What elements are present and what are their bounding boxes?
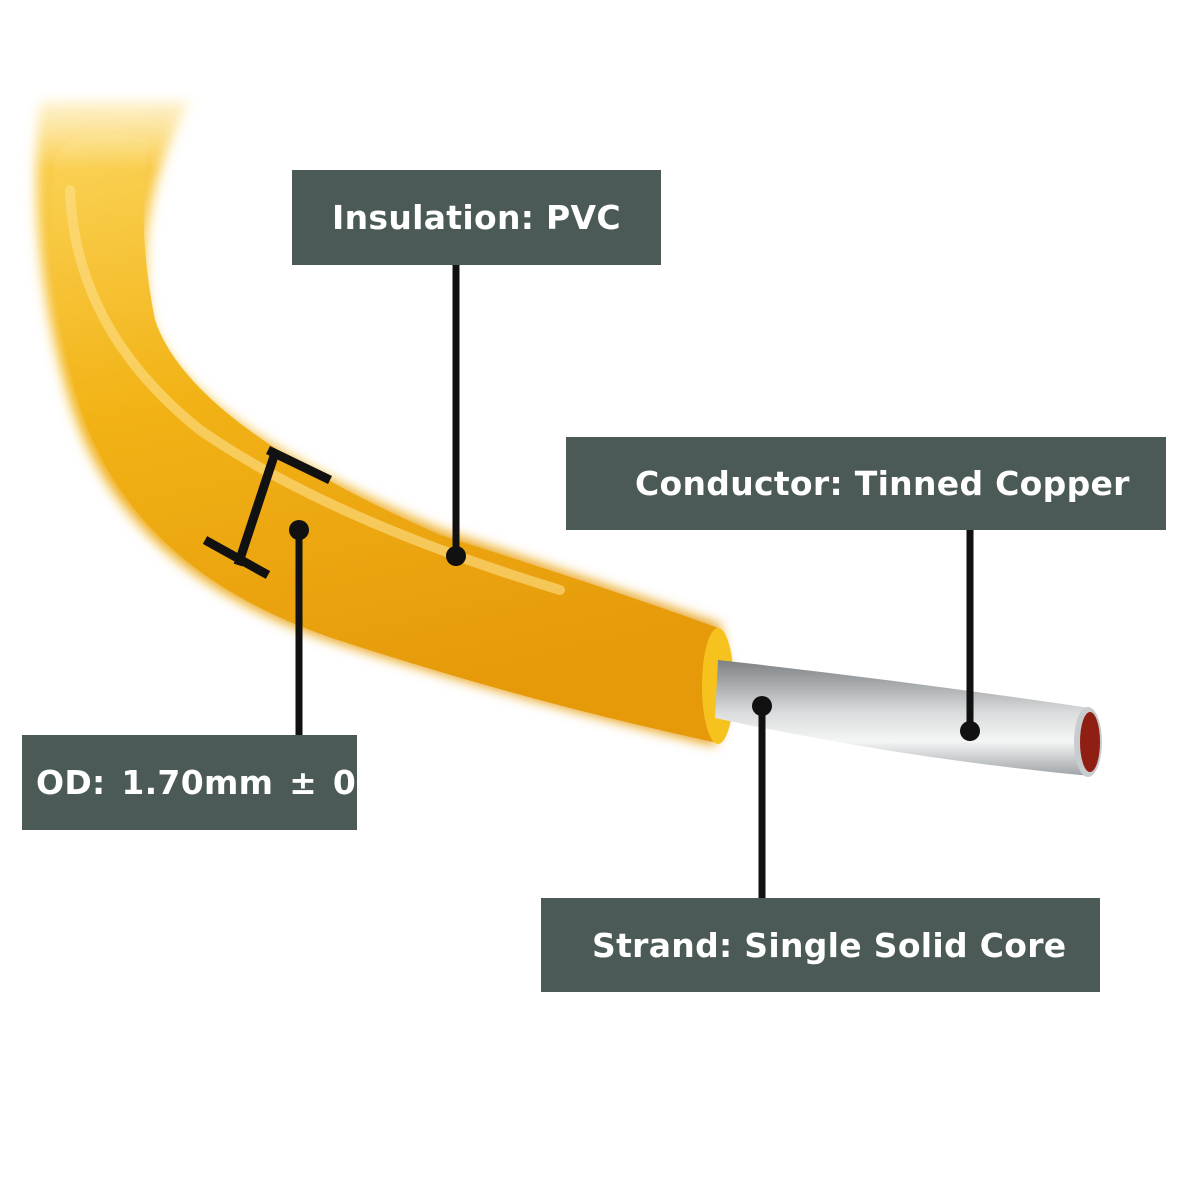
i-beam-icon [202,445,332,579]
conductor-label: Conductor: Tinned Copper [566,437,1166,530]
dot-icon [289,520,309,540]
dot-icon [752,696,772,716]
dot-icon [960,721,980,741]
dot-icon [446,546,466,566]
conductor-body [715,660,1090,776]
insulation-label: Insulation: PVC [292,170,661,265]
copper-core-face [1080,712,1100,772]
insulation-fade [20,80,260,170]
leader-lines [295,265,974,898]
callout-dots [289,520,980,741]
outer-diameter-label: OD: 1.70mm ± 0.1 [22,735,392,830]
insulation-highlight [65,185,565,595]
strand-label: Strand: Single Solid Core [541,898,1100,992]
